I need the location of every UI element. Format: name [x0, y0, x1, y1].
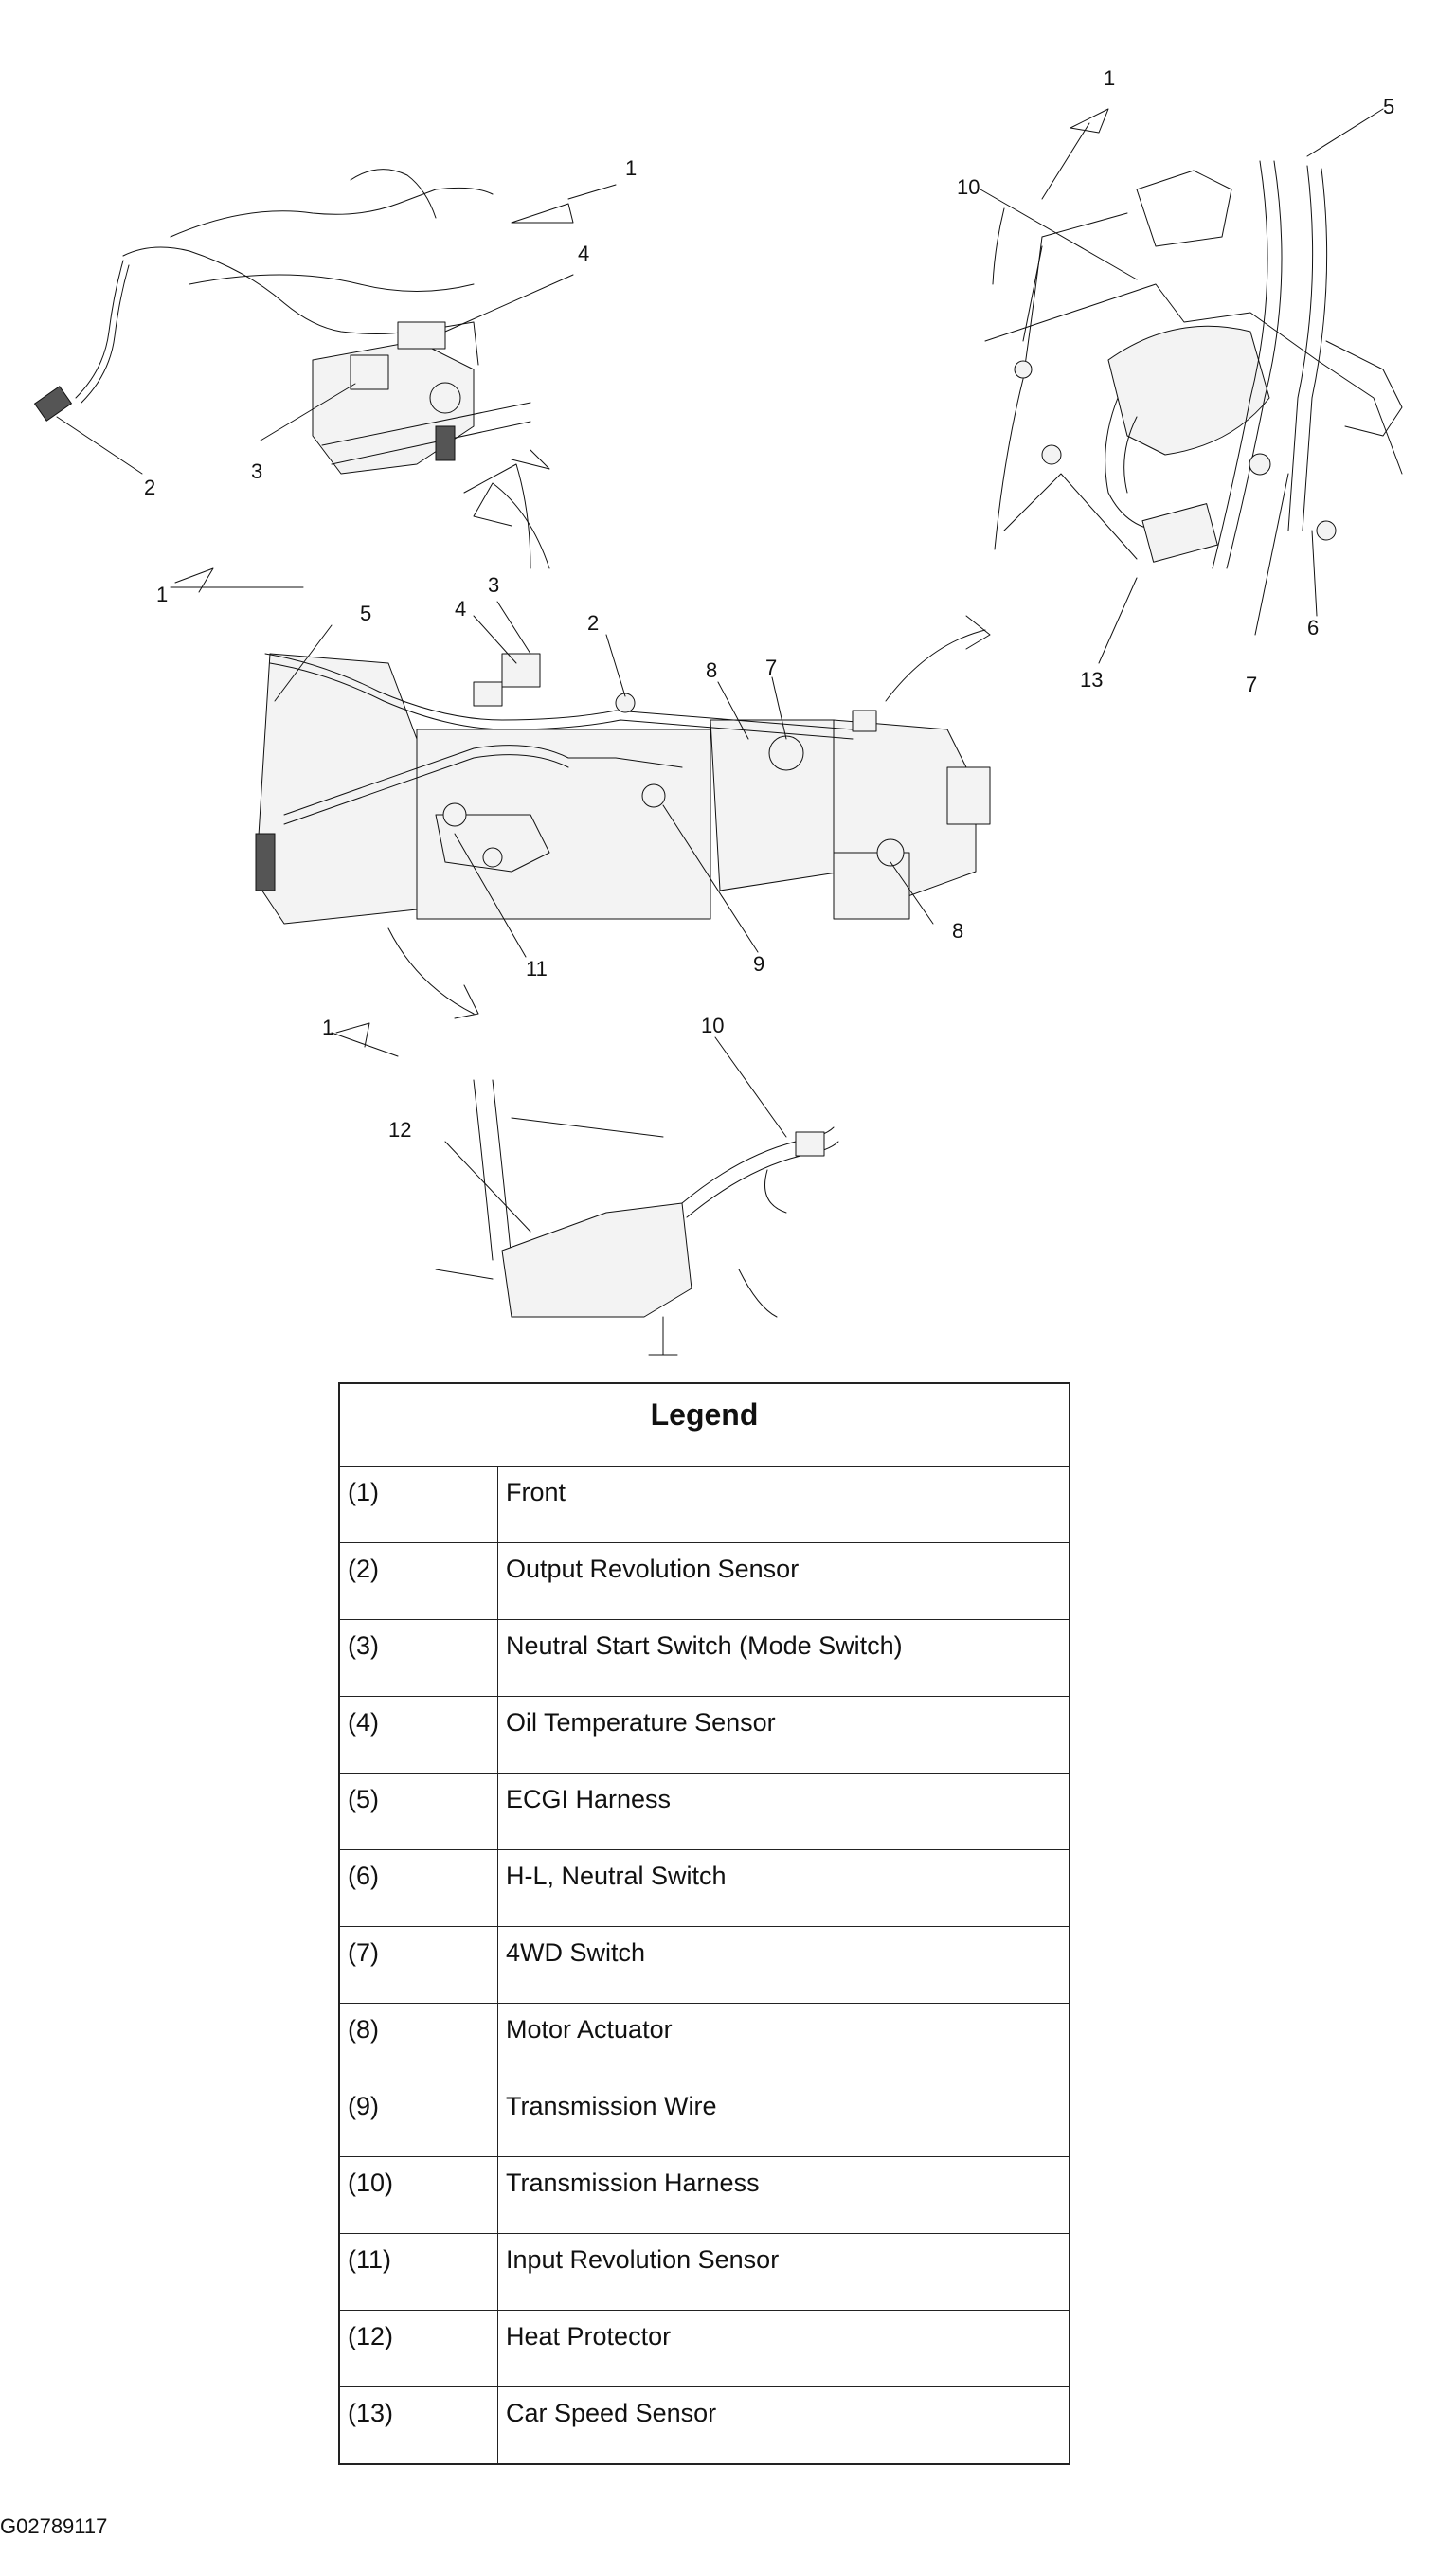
table-row: (6)H-L, Neutral Switch — [338, 1849, 1070, 1927]
callout-labels: 1 4 3 2 1 1 5 10 13 7 6 5 3 4 2 8 7 8 9 … — [144, 66, 1394, 1142]
callout-2: 2 — [144, 476, 155, 499]
table-row: (4)Oil Temperature Sensor — [338, 1696, 1070, 1774]
callout-5: 5 — [360, 602, 371, 625]
detail-top-left — [33, 169, 617, 569]
legend-label: H-L, Neutral Switch — [497, 1849, 1070, 1927]
callout-4: 4 — [455, 597, 466, 621]
callout-1: 1 — [1104, 66, 1115, 90]
table-row: (3)Neutral Start Switch (Mode Switch) — [338, 1619, 1070, 1697]
legend-label: ECGI Harness — [497, 1773, 1070, 1850]
table-row: (8)Motor Actuator — [338, 2003, 1070, 2080]
legend-label: Transmission Wire — [497, 2080, 1070, 2157]
callout-11: 11 — [526, 957, 548, 981]
callout-10: 10 — [701, 1014, 724, 1037]
callout-3: 3 — [251, 459, 262, 483]
callout-7: 7 — [1246, 673, 1257, 696]
callout-8: 8 — [706, 658, 717, 682]
table-row: (1)Front — [338, 1466, 1070, 1543]
callout-13: 13 — [1080, 668, 1103, 692]
table-row: (5)ECGI Harness — [338, 1773, 1070, 1850]
table-row: (10)Transmission Harness — [338, 2156, 1070, 2234]
legend-number: (10) — [338, 2156, 498, 2234]
table-row: (9)Transmission Wire — [338, 2080, 1070, 2157]
table-row: (13)Car Speed Sensor — [338, 2386, 1070, 2465]
legend-label: Front — [497, 1466, 1070, 1543]
detail-bottom — [331, 927, 839, 1356]
legend-number: (1) — [338, 1466, 498, 1543]
legend-number: (9) — [338, 2080, 498, 2157]
legend-number: (7) — [338, 1926, 498, 2004]
figure-id: G02789117 — [0, 2514, 108, 2538]
legend-number: (11) — [338, 2233, 498, 2311]
table-row: (11)Input Revolution Sensor — [338, 2233, 1070, 2311]
callout-9: 9 — [753, 952, 764, 976]
legend-label: Output Revolution Sensor — [497, 1542, 1070, 1620]
legend-label: Neutral Start Switch (Mode Switch) — [497, 1619, 1070, 1697]
legend-label: Motor Actuator — [497, 2003, 1070, 2080]
detail-top-right — [885, 108, 1403, 702]
legend-number: (13) — [338, 2386, 498, 2465]
callout-10: 10 — [957, 175, 980, 199]
callout-4: 4 — [578, 242, 589, 265]
legend-number: (3) — [338, 1619, 498, 1697]
legend-table: Legend (1)Front (2)Output Revolution Sen… — [338, 1382, 1070, 2465]
callout-1: 1 — [625, 156, 637, 180]
legend-label: Car Speed Sensor — [497, 2386, 1070, 2465]
callout-1: 1 — [322, 1016, 333, 1039]
legend-label: Input Revolution Sensor — [497, 2233, 1070, 2311]
legend-number: (2) — [338, 1542, 498, 1620]
callout-12: 12 — [388, 1118, 411, 1142]
transmission-main — [170, 482, 991, 958]
callout-7: 7 — [765, 656, 777, 679]
legend-number: (5) — [338, 1773, 498, 1850]
legend-number: (4) — [338, 1696, 498, 1774]
callout-8: 8 — [952, 919, 963, 943]
callout-6: 6 — [1307, 616, 1319, 639]
table-row: (7)4WD Switch — [338, 1926, 1070, 2004]
table-row: (2)Output Revolution Sensor — [338, 1542, 1070, 1620]
legend-label: Oil Temperature Sensor — [497, 1696, 1070, 1774]
callout-2: 2 — [587, 611, 599, 635]
table-row: (12)Heat Protector — [338, 2310, 1070, 2387]
legend-title: Legend — [338, 1382, 1070, 1467]
legend-label: 4WD Switch — [497, 1926, 1070, 2004]
callout-1: 1 — [156, 583, 168, 606]
transmission-wiring-diagram: 1 4 3 2 1 1 5 10 13 7 6 5 3 4 2 8 7 8 9 … — [33, 66, 1403, 1356]
callout-5: 5 — [1383, 95, 1394, 118]
legend-label: Transmission Harness — [497, 2156, 1070, 2234]
legend-number: (12) — [338, 2310, 498, 2387]
legend-number: (6) — [338, 1849, 498, 1927]
legend-number: (8) — [338, 2003, 498, 2080]
callout-3: 3 — [488, 573, 499, 597]
legend-label: Heat Protector — [497, 2310, 1070, 2387]
